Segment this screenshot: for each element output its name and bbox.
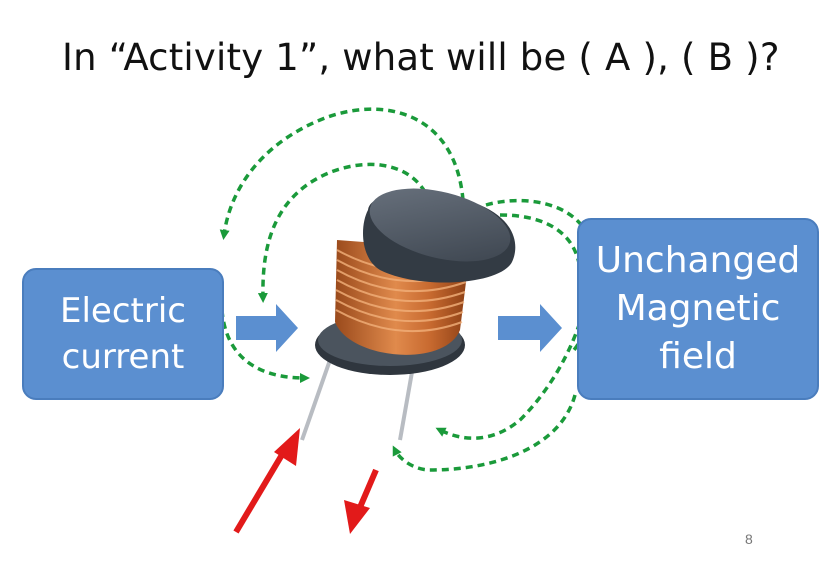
field-line	[257, 162, 427, 303]
field-line	[392, 394, 577, 472]
flow-arrows	[236, 304, 562, 352]
page-number: 8	[745, 531, 753, 547]
magnetic-field-box: Unchanged Magnetic field	[577, 218, 819, 400]
flow-arrow-left	[236, 304, 298, 352]
slide-title: In “Activity 1”, what will be ( A ), ( B…	[62, 36, 780, 79]
current-in-arrow	[233, 446, 289, 534]
current-in-arrowhead	[274, 428, 300, 466]
lead-wire	[300, 359, 332, 441]
electric-current-label: Electric current	[60, 291, 186, 377]
magnetic-field-label: Unchanged Magnetic field	[595, 240, 801, 377]
current-out-arrowhead	[344, 500, 370, 534]
current-out-arrow	[355, 468, 379, 514]
inductor-coil	[300, 188, 516, 441]
current-arrows	[233, 428, 379, 534]
lead-wire	[398, 371, 414, 441]
flow-arrow-right	[498, 304, 562, 352]
field-line	[219, 107, 465, 240]
electric-current-box: Electric current	[22, 268, 224, 400]
